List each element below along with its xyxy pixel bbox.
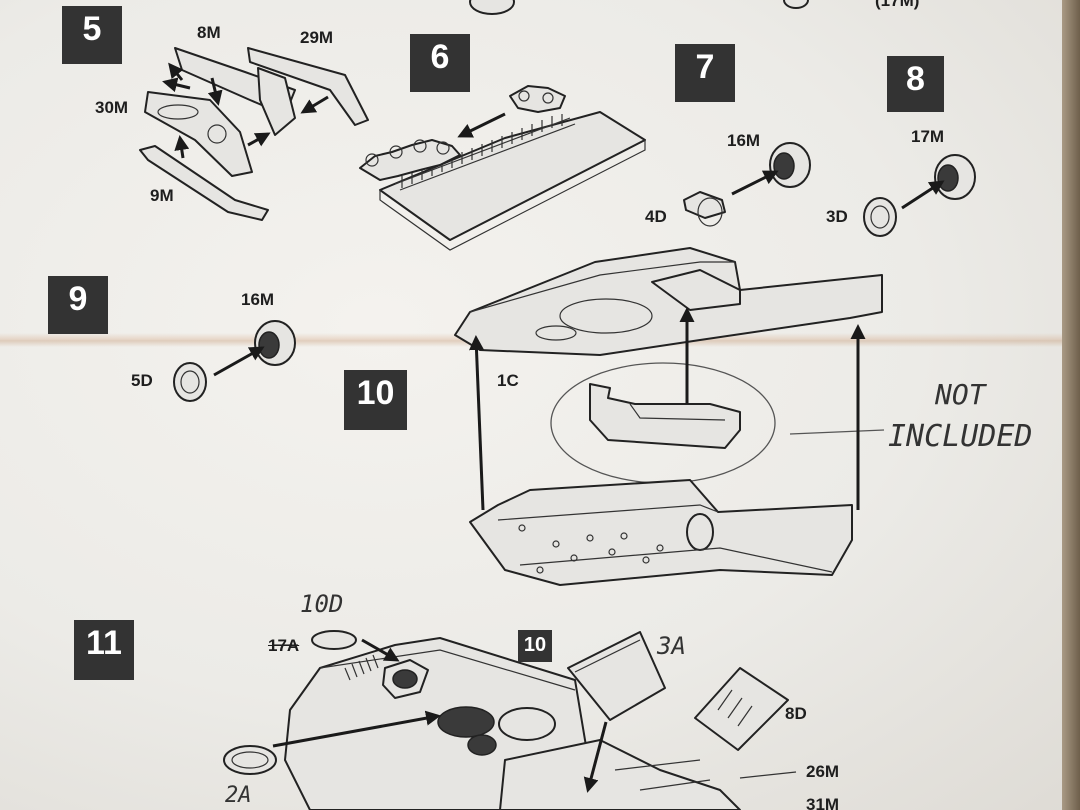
part-label-29m: 29M — [300, 28, 334, 47]
step-7-badge: 7 — [675, 44, 735, 102]
part-label-31m: 31M — [806, 795, 840, 810]
part-label-17m: 17M — [911, 127, 945, 146]
handwritten-included: INCLUDED — [888, 419, 1033, 454]
part-label-8d: 8D — [785, 704, 807, 723]
step5-drawing — [139, 47, 369, 221]
step-10-ref-tag: 10 — [518, 630, 552, 662]
step6-drawing — [359, 85, 646, 251]
part-label-26m: 26M — [806, 762, 840, 781]
step-6-badge: 6 — [410, 34, 470, 92]
step7-drawing — [683, 142, 811, 227]
step9-drawing — [173, 320, 296, 402]
part-label-17a: 17A — [268, 636, 300, 655]
step-8-badge: 8 — [887, 56, 944, 112]
part-label-5d: 5D — [131, 371, 153, 390]
part-label-16m-step7: 16M — [727, 131, 761, 150]
step-11-badge: 11 — [74, 620, 134, 680]
step11-drawing — [223, 630, 797, 810]
step10-drawing — [454, 247, 885, 586]
top-cut-label: (17M) — [875, 0, 920, 10]
handwritten-2a: 2A — [225, 783, 252, 808]
step-5-badge: 5 — [62, 6, 122, 64]
top-cut-parts — [469, 0, 809, 15]
step-10-badge: 10 — [344, 370, 407, 430]
engine-grille — [344, 654, 379, 681]
hull-bolts — [518, 524, 664, 574]
handwritten-not: NOT — [935, 378, 986, 411]
part-label-4d: 4D — [645, 207, 667, 226]
part-label-16m-step9: 16M — [241, 290, 275, 309]
sheet-edge — [1062, 0, 1080, 810]
part-label-9m: 9M — [150, 186, 174, 205]
part-label-30m: 30M — [95, 98, 129, 117]
step-9-badge: 9 — [48, 276, 108, 334]
handwritten-3a: 3A — [657, 632, 686, 660]
part-label-3d: 3D — [826, 207, 848, 226]
part-label-8m: 8M — [197, 23, 221, 42]
handwritten-10d: 10D — [300, 590, 344, 618]
step8-drawing — [863, 154, 976, 237]
part-8d-pattern — [717, 689, 753, 727]
jig-teeth — [401, 114, 563, 188]
part-label-1c: 1C — [497, 371, 519, 390]
